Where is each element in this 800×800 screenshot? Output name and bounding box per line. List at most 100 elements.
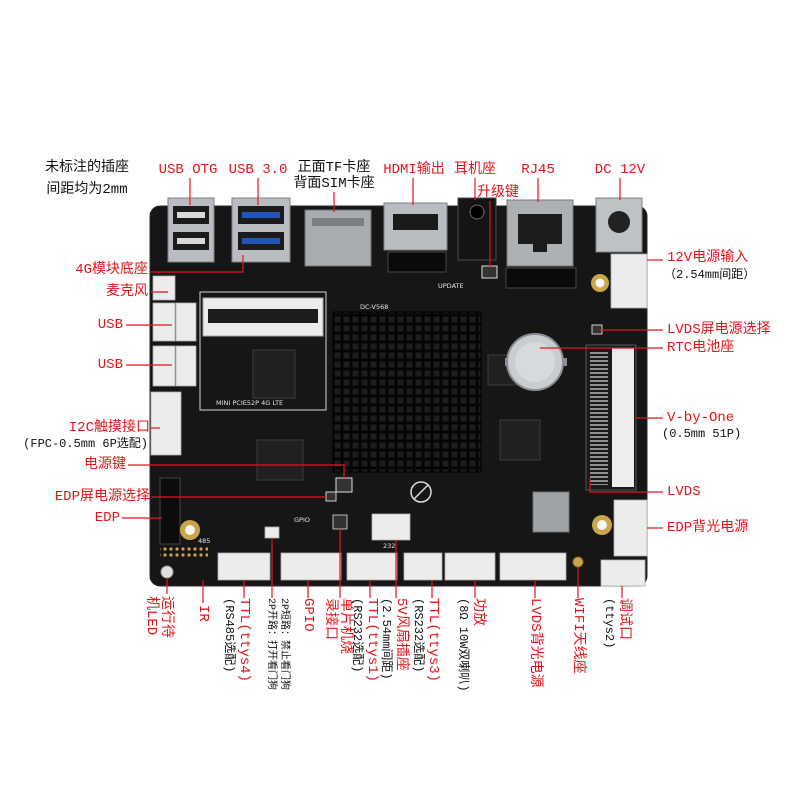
label-fan-sub: (2.54mm间距) (379, 598, 393, 680)
ttl-ttys4-connector (217, 552, 271, 581)
usb-header-b2 (175, 345, 197, 387)
note-line-1: 未标注的插座 (45, 160, 129, 176)
module-4g-outline (199, 291, 327, 411)
label-watchdog-line1: 2P短路：禁止看门狗 (278, 598, 289, 691)
callout-lines (122, 178, 663, 603)
label-ttl-ttys1-sub: (RS232选配) (350, 598, 364, 673)
label-lvds-backlight: LVDS背光电源 (527, 598, 543, 688)
microphone-connector (152, 275, 176, 301)
label-edp-power-select: EDP屏电源选择 (54, 489, 150, 505)
heatsink (332, 311, 482, 473)
vbyone-connector (585, 344, 637, 491)
dc-jack (595, 197, 643, 253)
silkscreen-module-label: MINI PCIE52P 4G LTE (216, 399, 283, 407)
wifi-module (532, 491, 570, 533)
callout-lvds (589, 478, 663, 493)
label-amplifier-main: 功放 (470, 598, 486, 626)
label-wifi-antenna: WIFI天线座 (570, 598, 586, 674)
mini-pcie-slot (208, 309, 318, 323)
debug-connector (600, 559, 646, 587)
usb3-connector (231, 197, 291, 263)
label-ir: IR (195, 605, 211, 622)
i2c-touch-connector (150, 391, 182, 456)
edp-backlight-connector (613, 499, 648, 557)
label-lvds-backlight-text: LVDS背光电源 (527, 598, 543, 688)
callout-4g (151, 255, 244, 273)
label-gpio-text: GPIO (300, 598, 316, 632)
usb-header-a1 (152, 302, 176, 342)
tf-card-socket (304, 209, 372, 267)
usb-otg-tongue-upper (177, 212, 205, 218)
label-debug-main: 调试口 (616, 598, 632, 640)
label-watchdog: 2P短路：禁止看门狗 2P开路：打开看门狗 (264, 598, 290, 690)
label-vbyone-spec: (0.5mm 51P) (662, 427, 742, 441)
wifi-antenna-seat (572, 556, 584, 568)
label-mcu-flash: 单片机烧 录接口 (322, 598, 353, 654)
label-debug-sub: (ttys2) (602, 598, 616, 649)
mounting-holes (180, 274, 612, 540)
label-usb-b: USB (97, 357, 123, 373)
label-amplifier: 功放 (8Ω 10W双喇叭) (455, 598, 486, 692)
usb3-tongue-lower (242, 238, 280, 244)
label-fan: 5V风扇插座 (2.54mm间距) (378, 598, 409, 680)
label-vbyone: V-by-One (667, 410, 735, 426)
lead-free-slash (413, 484, 429, 500)
rj45-connector (505, 199, 577, 289)
label-tf-card: 正面TF卡座 (297, 160, 371, 176)
label-usb-otg: USB OTG (158, 162, 218, 178)
label-earphone: 耳机座 (454, 162, 496, 178)
silkscreen-gpio: GPIO (294, 516, 310, 524)
mounting-hole (185, 525, 195, 535)
label-4g-module: 4G模块底座 (75, 262, 148, 278)
callout-power-key (128, 464, 345, 478)
mounting-hole (597, 520, 607, 530)
label-sim-card: 背面SIM卡座 (293, 176, 375, 192)
label-rj45: RJ45 (521, 162, 555, 178)
label-ttl-ttys4-main: TTL(ttys4) (236, 598, 252, 683)
label-debug: 调试口 (ttys2) (601, 598, 632, 649)
label-lvds-power-select: LVDS屏电源选择 (667, 322, 771, 338)
tf-card-slot (312, 218, 364, 226)
vbyone-pins (590, 350, 608, 485)
usb-otg-connector (167, 197, 215, 263)
dc-jack-hole (608, 211, 630, 233)
power-button (335, 477, 353, 493)
note-line-2: 间距均为2mm (46, 182, 128, 198)
label-hdmi: HDMI输出 (383, 162, 445, 178)
ttl-ttys3-connector (403, 552, 443, 581)
label-ttl-ttys1-main: TTL(ttys1) (364, 598, 380, 683)
label-run-standby-led-line1: 运行待 (158, 596, 174, 638)
chip-4g-area (252, 349, 296, 399)
label-dc-12v: DC 12V (594, 162, 646, 178)
rj45-port (518, 214, 562, 244)
label-edp-backlight: EDP背光电源 (667, 520, 749, 536)
label-rtc-battery: RTC电池座 (667, 340, 735, 356)
usb3-tongue-upper (242, 212, 280, 218)
label-usb-a: USB (97, 317, 123, 333)
label-lvds: LVDS (667, 484, 701, 500)
usb-header-a2 (175, 302, 197, 342)
usb-header-b1 (152, 345, 176, 387)
vbyone-contacts (612, 348, 634, 487)
silkscreen-485: 485 (198, 537, 210, 545)
label-usb3: USB 3.0 (228, 162, 288, 178)
label-ttl-ttys4-sub: (RS485选配) (222, 598, 236, 673)
silkscreen-update: UPDATE (438, 282, 464, 290)
pin-header-row (160, 547, 208, 559)
silkscreen-model: DC-V568 (360, 303, 388, 311)
label-upgrade-key: 升级键 (477, 185, 519, 201)
fan-connector (371, 513, 411, 541)
lead-free-mark (410, 481, 432, 503)
label-microphone: 麦克风 (106, 284, 148, 300)
edp-power-jumper (325, 491, 337, 502)
silkscreen-232: 232 (383, 542, 395, 550)
watchdog-jumper (264, 526, 280, 539)
label-ttl-ttys3-sub: (RS232选配) (411, 598, 425, 673)
label-edp: EDP (94, 510, 120, 526)
label-power-12v: 12V电源输入 (667, 250, 749, 266)
header-under-hdmi (387, 251, 447, 273)
label-gpio: GPIO (300, 598, 316, 632)
header-under-rj45 (505, 267, 577, 289)
